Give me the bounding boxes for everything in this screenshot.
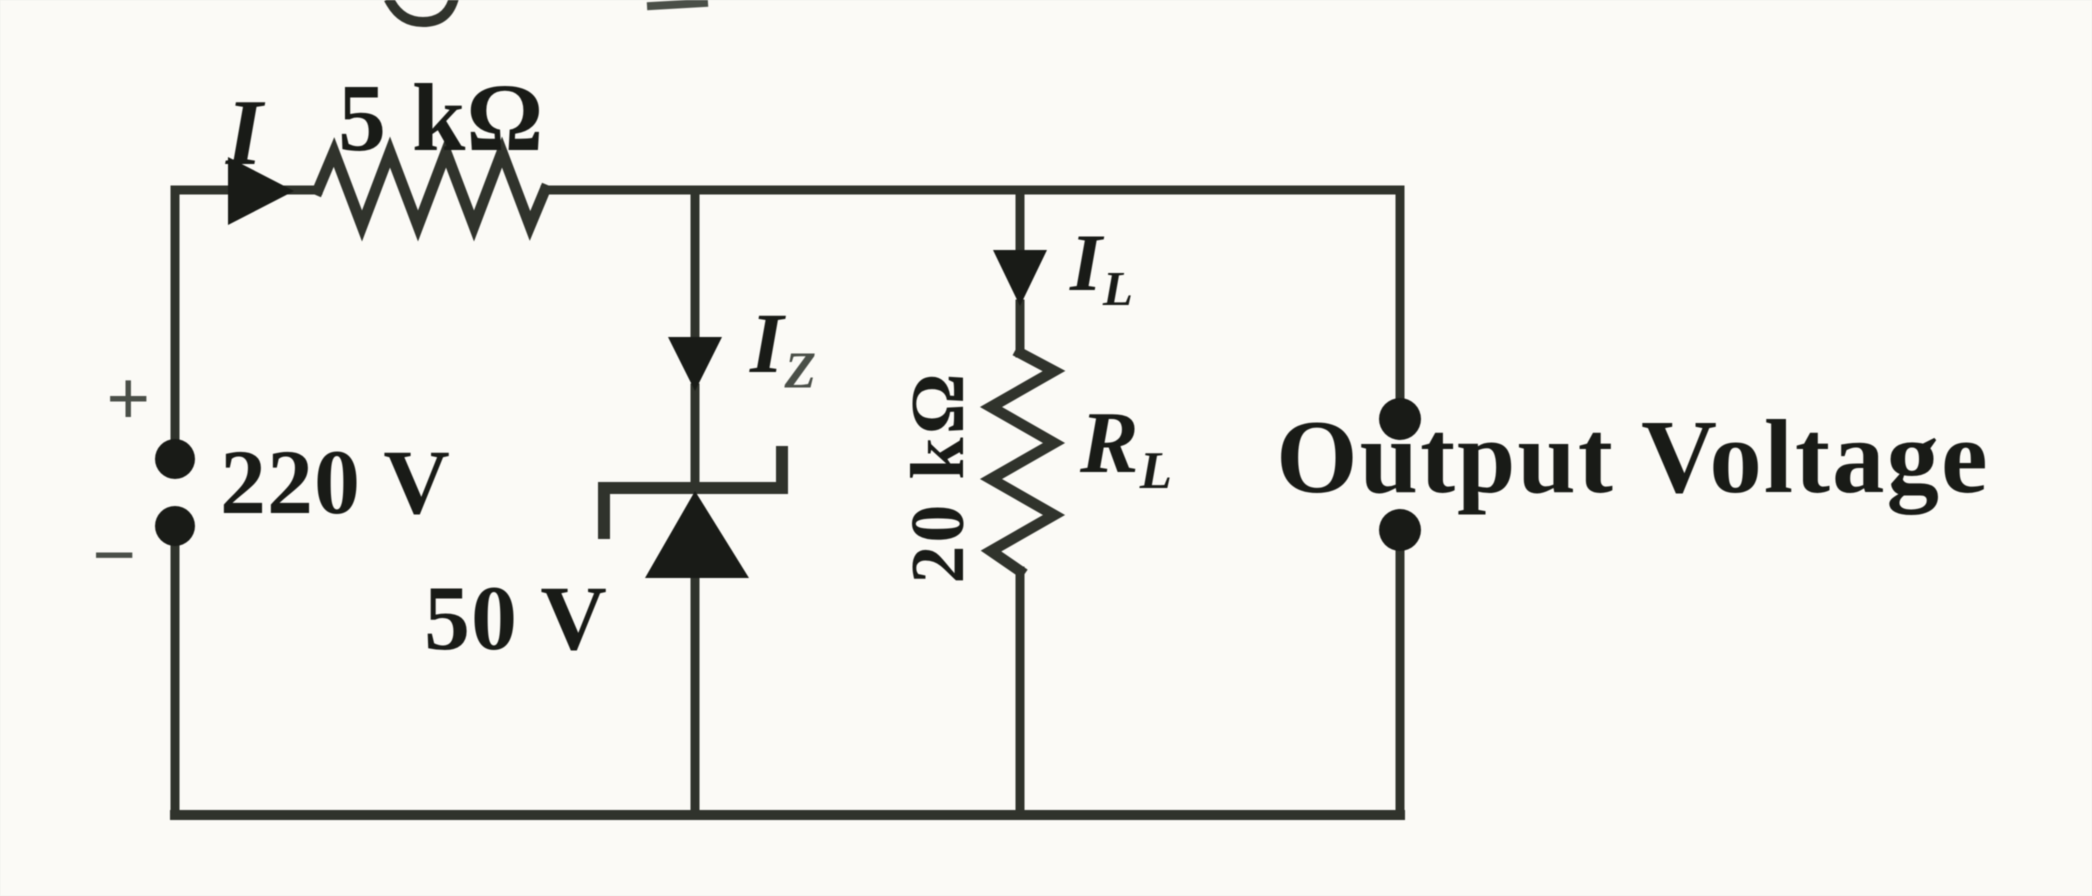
label-zener-current-sub: Z <box>784 342 816 400</box>
label-zener-voltage: 50 V <box>424 567 608 669</box>
label-main-current: I <box>226 81 264 185</box>
label-load-resistor-sub: L <box>1139 441 1172 500</box>
current-arrow-zener <box>668 337 722 391</box>
series-resistor-zigzag <box>310 136 553 242</box>
label-source-plus: + <box>106 355 152 442</box>
current-arrow-load <box>993 250 1047 306</box>
cutoff-glyph-fragment-1 <box>384 0 459 28</box>
label-zener-current: IZ <box>750 300 816 397</box>
load-resistor-zigzag <box>979 345 1066 579</box>
zener-cathode-bar <box>598 446 788 539</box>
terminal-dot-output-top <box>1379 398 1421 440</box>
label-load-current-base: I <box>1070 217 1103 308</box>
cutoff-glyph-fragment-2 <box>646 0 709 11</box>
zener-anode-triangle <box>645 491 749 578</box>
terminal-dot-source-minus <box>155 506 195 546</box>
label-load-current-sub: L <box>1102 260 1133 316</box>
label-load-current: IL <box>1070 222 1133 313</box>
current-arrow-main <box>228 157 294 225</box>
label-zener-current-base: I <box>750 295 785 391</box>
label-series-resistor-value: 5 kΩ <box>338 64 545 171</box>
label-output-voltage: Output Voltage <box>1276 398 1990 515</box>
label-source-minus: − <box>92 511 138 598</box>
label-load-resistance-value: 20 kΩ <box>896 370 980 584</box>
wire-left-top <box>170 185 323 446</box>
label-source-voltage: 220 V <box>220 431 451 533</box>
terminal-dot-source-plus <box>155 439 195 479</box>
terminal-dot-output-bottom <box>1379 509 1421 551</box>
label-load-resistor-base: R <box>1080 395 1140 492</box>
label-load-resistor: RL <box>1080 400 1172 498</box>
